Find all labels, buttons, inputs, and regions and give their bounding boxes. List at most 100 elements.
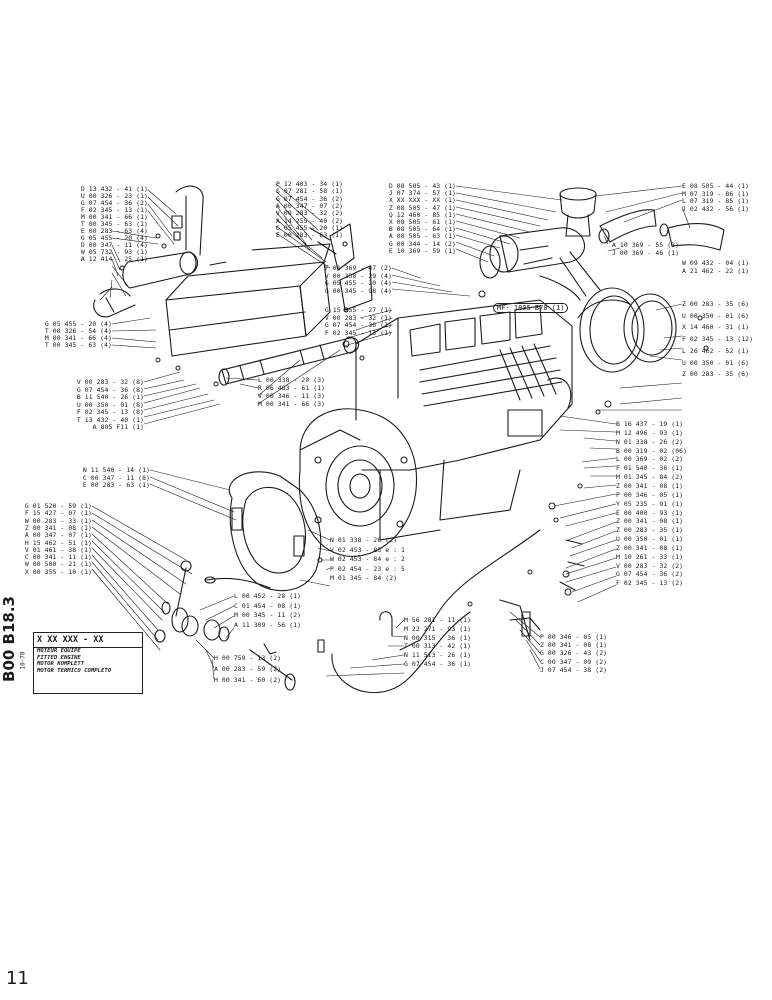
part-label-left-top-6: E 00 283 - 63 (4) [80, 227, 148, 235]
part-label-top-right-3: J 02 432 - 56 (1) [682, 204, 750, 213]
page-mark: 11 [6, 968, 29, 989]
part-label-top-mid-1: S 07 281 - 58 (1) [276, 187, 344, 196]
part-label-right-bottom-2: G 00 326 - 43 (2) [540, 649, 608, 658]
part-label-right-bottom-0: P 00 346 - 05 (1) [540, 633, 608, 641]
part-label-right-group-2: X 14 460 - 31 (1) [682, 323, 750, 332]
part-label-top-mid-4: V 00 283 - 32 (2) [276, 209, 344, 218]
part-label-center-col-1: V 00 338 - 29 (4) [324, 271, 392, 280]
part-label-left-top-5: T 00 345 - 63 (1) [80, 220, 148, 228]
part-label-top-mid-6: G 05 455 - 20 (1) [276, 223, 344, 232]
part-label-center-low-1: R 06 463 - 61 (1) [258, 384, 326, 392]
part-label-left-top-7: G 05 455 - 20 (4) [80, 234, 148, 242]
part-label-center-col-0: F 01 369 - 47 (2) [324, 264, 392, 272]
part-label-right-list-3: B 00 319 - 02 (06) [616, 446, 688, 455]
part-label-mid-right-b-0: W 09 432 - 04 (1) [682, 259, 750, 267]
flywheel-housing [298, 408, 418, 557]
mf-ref-text: MF- 1805 B70 (1) [493, 303, 569, 313]
sheet-code-text: B00 B18.3 [0, 596, 18, 682]
part-label-right-group-0: Z 00 283 - 35 (6) [682, 300, 750, 308]
part-label-right-list-8: P 00 346 - 05 (1) [616, 490, 684, 499]
part-label-top-right-left-9: E 10 369 - 59 (1) [388, 246, 456, 255]
part-label-top-right-left-5: X 08 505 - 61 (1) [388, 218, 456, 226]
part-label-left-bottom-3: Z 00 341 - 08 (1) [24, 523, 92, 532]
part-label-top-right-1: M 07 319 - 86 (1) [682, 189, 750, 198]
part-label-center-bottom-0: N 01 338 - 26 (2) [330, 536, 398, 544]
part-label-top-mid-3: A 00 347 - 07 (2) [276, 201, 344, 210]
part-label-center-col2-0: G 15 255 - 27 (1) [324, 306, 392, 314]
mf-reference: MF- 1805 B70 (1) [493, 303, 569, 313]
part-label-lower-left2-2: H 00 341 - 60 (2) [214, 676, 282, 684]
part-label-right-list-9: Y 05 235 - 91 (1) [616, 499, 684, 508]
part-label-lower-center-1: M 22 271 - 93 (1) [404, 624, 472, 633]
part-label-left-bottom-4: A 00 347 - 07 (1) [24, 531, 92, 540]
part-label-center-col2-2: G 07 454 - 36 (1) [324, 321, 392, 330]
part-label-left-top-1: U 00 326 - 23 (1) [80, 192, 148, 200]
exhaust-muffler-assembly [93, 185, 227, 318]
part-label-top-right-left-3: Z 08 505 - 47 (1) [388, 203, 456, 212]
fan-shroud-rings [577, 287, 677, 373]
part-label-top-mid-5: A 14 255 - 40 (2) [276, 216, 344, 225]
part-label-right-list-13: U 00 350 - 01 (1) [616, 535, 684, 544]
part-label-left-bottom-0: G 01 520 - 59 (1) [24, 502, 92, 510]
part-label-right-bottom-1: Z 00 341 - 08 (1) [540, 641, 608, 650]
part-label-top-right-left-1: J 07 374 - 57 (1) [388, 189, 456, 198]
part-label-right-list-18: F 02 345 - 13 (2) [616, 579, 684, 588]
part-label-center-low-2: V 00 346 - 11 (3) [258, 392, 326, 400]
title-part-code: X XX XXX - XX [34, 633, 142, 648]
part-label-left-mid-3: T 00 345 - 63 (4) [44, 341, 112, 349]
part-label-right-list-7: Z 00 341 - 08 (1) [616, 481, 684, 490]
part-label-left-mid2-4: F 02 345 - 13 (8) [76, 408, 144, 416]
part-label-left-top-2: G 07 454 - 36 (2) [80, 199, 148, 207]
part-label-right-list-10: E 00 400 - 93 (1) [616, 508, 684, 517]
part-label-right-list-14: Z 00 341 - 08 (1) [616, 543, 684, 552]
part-label-right-group-5: U 00 350 - 01 (6) [682, 358, 750, 367]
part-label-left-low-0: N 11 540 - 14 (1) [82, 466, 150, 474]
part-label-mid-right-b-1: A 21 462 - 22 (1) [682, 266, 750, 275]
part-label-lower-mid-2: M 00 345 - 11 (2) [234, 611, 302, 619]
part-label-left-top-4: M 00 341 - 66 (1) [80, 213, 148, 221]
part-label-right-list-15: M 10 261 - 33 (1) [616, 552, 684, 561]
part-label-right-list-4: L 00 369 - 02 (2) [616, 455, 684, 464]
part-label-left-mid2-6: A 805 F11 (1) [92, 423, 144, 431]
part-label-right-list-6: M 01 345 - 84 (2) [616, 473, 684, 482]
part-label-right-list-0: B 16 437 - 19 (1) [616, 420, 684, 428]
part-label-lower-mid-3: A 11 309 - 56 (1) [234, 620, 302, 629]
part-label-lower-center-5: G 07 454 - 36 (1) [404, 660, 472, 668]
part-label-left-top-10: A 12 414 - 25 (1) [80, 255, 148, 263]
title-line-en: FITTED ENGINE [37, 654, 81, 661]
part-label-left-top-9: W 05 732 - 93 (1) [80, 248, 148, 256]
part-label-lower-center-3: T 00 313 - 42 (1) [404, 642, 472, 651]
part-label-lower-mid-0: L 00 452 - 28 (1) [234, 592, 302, 600]
part-label-top-mid-7: E 00 283 - 63 (1) [276, 231, 344, 240]
part-label-right-list-16: V 00 283 - 32 (2) [616, 561, 684, 570]
part-label-lower-center-2: N 00 315 - 36 (1) [404, 633, 472, 642]
sheet-code: B00 B18.3 [0, 590, 22, 690]
part-label-lower-left2-1: A 00 283 - 59 (2) [214, 665, 282, 673]
part-label-right-list-2: N 01 338 - 26 (2) [616, 437, 684, 446]
part-label-left-low-2: E 00 283 - 63 (1) [82, 481, 150, 489]
part-label-mid-right-a-0: A 10 369 - 55 (3) [612, 241, 680, 249]
part-label-right-group-6: Z 00 283 - 35 (6) [682, 370, 750, 379]
part-label-left-mid-0: G 05 455 - 20 (4) [44, 320, 112, 328]
part-label-center-bottom-3: P 02 454 - 23 e : 5 [330, 564, 406, 573]
part-label-right-group-3: F 02 345 - 13 (12) [682, 335, 754, 344]
part-label-center-col2-1: V 00 283 - 32 (1) [324, 313, 392, 322]
part-label-left-mid2-5: T 13 432 - 40 (1) [76, 415, 144, 424]
part-label-left-bottom-2: W 00 283 - 33 (1) [24, 516, 92, 525]
part-label-left-top-8: D 00 347 - 11 (4) [80, 241, 148, 249]
part-label-top-right-left-2: X XX XXX - XX (1) [388, 196, 456, 205]
part-label-left-bottom-5: H 15 462 - 51 (1) [24, 538, 92, 547]
title-line-de: MOTOR KOMPLETT [37, 661, 85, 668]
engine-mount-plate [228, 471, 322, 592]
part-label-center-col2-3: F 02 345 - 13 (1) [324, 328, 392, 337]
part-label-top-right-left-7: A 08 505 - 63 (1) [388, 232, 456, 241]
part-label-left-bottom-1: F 15 427 - 07 (1) [24, 509, 92, 518]
part-label-right-list-1: M 12 496 - 93 (1) [616, 428, 684, 437]
part-label-top-right-left-8: G 00 344 - 14 (2) [388, 239, 456, 248]
part-label-right-bottom-3: C 00 347 - 09 (2) [540, 657, 608, 666]
part-label-lower-left2-0: H 00 759 - 13 (2) [214, 654, 282, 662]
part-label-left-bottom-6: V 01 461 - 38 (1) [24, 545, 92, 554]
part-label-right-list-12: Z 00 283 - 35 (1) [616, 526, 684, 535]
engine-block [299, 299, 573, 541]
title-block: X XX XXX - XX MOTEUR EQUIPE FITTED ENGIN… [33, 632, 143, 694]
